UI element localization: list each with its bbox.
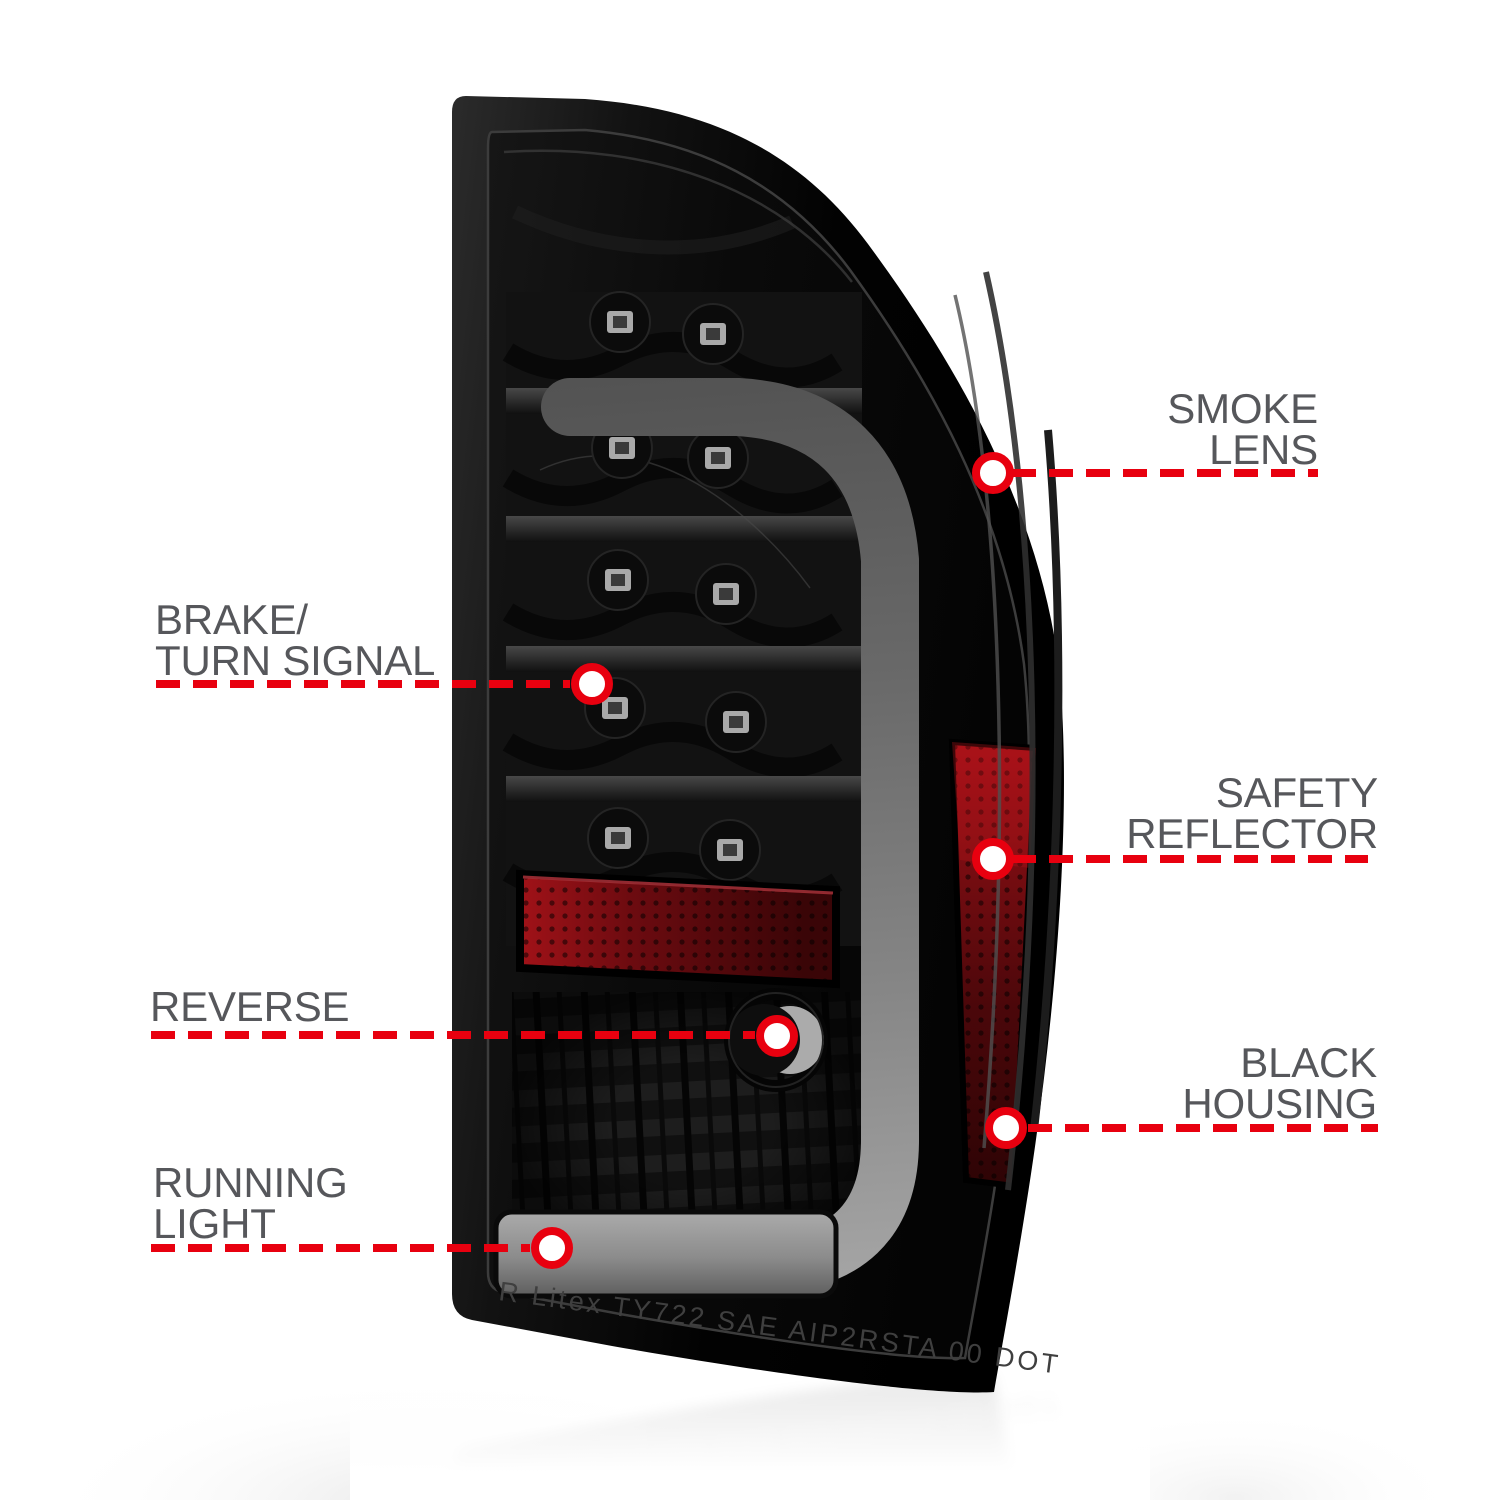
gloss-highlight [953,294,1002,1149]
running-light-bar [493,1209,839,1299]
leader-line-black-housing [1028,1124,1378,1132]
callout-dot-brake-turn-signal [571,663,613,705]
gloss-highlight [1030,429,1063,1131]
leader-line-safety-reflector [1012,855,1368,863]
gloss-highlight [983,271,1036,1191]
lens-seam-highlight [503,149,853,283]
callout-dot-running-light [531,1227,573,1269]
callout-dot-reverse [756,1015,798,1057]
leader-line-running-light [151,1244,530,1252]
callout-dot-black-housing [985,1107,1027,1149]
callout-label-reverse: REVERSE [150,983,350,1030]
callout-dot-safety-reflector [972,838,1014,880]
middle-reflector [516,869,840,989]
callout-label-brake-turn-signal: BRAKE/ TURN SIGNAL [155,596,436,684]
leader-line-smoke-lens [1012,469,1318,477]
callout-dot-smoke-lens [972,452,1014,494]
reflection-fade [350,1356,1150,1500]
leader-line-brake-turn-signal [156,680,570,688]
lens-reflection-arc [512,205,795,255]
wire-highlight [539,455,811,589]
callout-label-running-light: RUNNING LIGHT [153,1159,348,1247]
leader-line-reverse [151,1031,755,1039]
callout-label-smoke-lens: SMOKE LENS [1167,385,1318,473]
callout-label-black-housing: BLACK HOUSING [1182,1039,1377,1127]
callout-label-safety-reflector: SAFETY REFLECTOR [1126,769,1378,857]
